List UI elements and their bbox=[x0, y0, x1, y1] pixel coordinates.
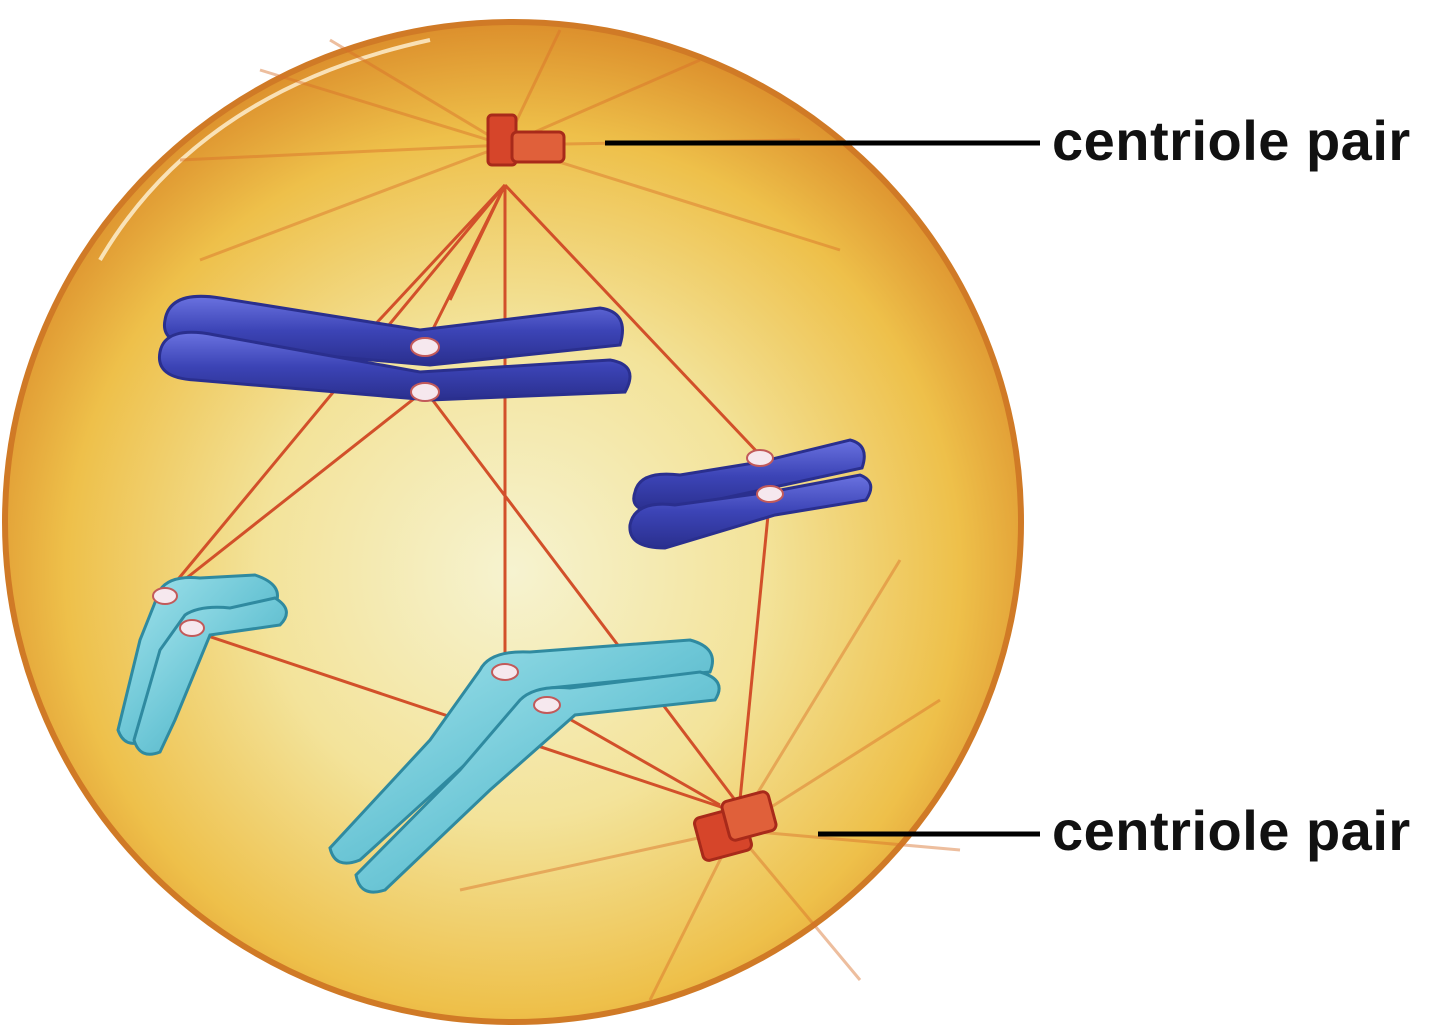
cell bbox=[2, 19, 1024, 1025]
chromosome-light-center bbox=[328, 638, 721, 894]
centriole-pair-bottom bbox=[693, 790, 778, 862]
chromosome-dark-small bbox=[628, 438, 873, 550]
chromosome-light-left bbox=[116, 573, 288, 756]
centriole-pair-top bbox=[486, 113, 566, 167]
label-centriole-pair-top: centriole pair bbox=[1052, 109, 1411, 172]
label-centriole-pair-bottom: centriole pair bbox=[1052, 799, 1411, 862]
chromosome-dark-large bbox=[157, 294, 632, 402]
